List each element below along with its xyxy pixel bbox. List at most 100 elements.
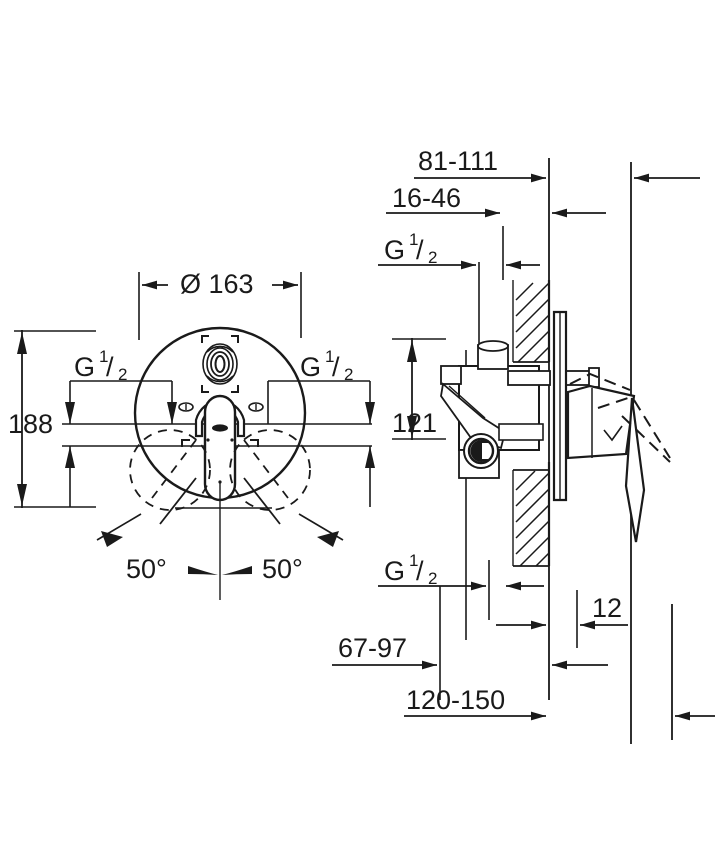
arrow-down [407,416,417,438]
knob-outer [202,343,238,385]
arrow-up-inner-left [65,446,75,468]
lever-dot-left [206,438,210,442]
arrow-down-outer [65,402,75,424]
swing-arc-left [129,429,211,511]
alt-handle-arm-outer [633,399,671,459]
arrow-down [17,484,27,506]
arrow-center-left [188,566,218,575]
label-67-97: 67-97 [338,633,407,663]
angle-arrowhead-right [317,531,339,547]
lever-handle-side[interactable] [566,384,646,543]
g-letter: G [384,235,405,265]
handle-lever-arm [624,397,646,543]
swing-arc-right [229,429,311,511]
label-81-111: 81-111 [418,146,498,176]
diverter-knob[interactable] [201,335,239,393]
label-diameter-163: Ø 163 [180,269,254,299]
arrow-up [17,332,27,354]
label-188: 188 [8,409,53,439]
valve-body-section [440,340,600,479]
angle-ray-left [159,477,197,525]
label-121: 121 [392,408,437,438]
g-slash: / [416,235,424,265]
lever-dot-right [230,438,234,442]
knob-arc-top [206,345,234,353]
side-section-view [332,158,715,744]
handle-notch [603,425,623,442]
fitting-right [248,402,264,412]
g-denominator: 2 [428,248,437,267]
dim-188-inner-right [365,446,375,507]
knob-inner [210,351,230,377]
label-16-46: 16-46 [392,183,461,213]
wall-section-lower [512,462,551,567]
label-g-half-front-left: G 1 / 2 [74,347,127,384]
g-denominator: 2 [344,365,353,384]
knob-bracket-marks [201,335,239,393]
knob-mid [206,347,234,381]
swing-line-left [151,439,197,499]
lever-oval [203,394,237,502]
g-numerator: 1 [325,347,334,366]
fitting-ticks [185,404,257,410]
arrow-down-outer [365,402,375,424]
g-letter: G [74,352,95,382]
dim-height-188 [14,330,96,508]
wall-section-upper [512,280,551,363]
dim-angle-left-50 [96,477,272,547]
g-slash: / [332,352,340,382]
dimension-labels: Ø 163 188 121 81-111 16-46 12 67-97 120-… [8,146,622,715]
arrow-up-inner-right [365,446,375,468]
g-numerator: 1 [99,347,108,366]
lever-indicator [212,424,228,432]
arrow-center-right [222,566,252,575]
label-g-half-side-top: G 1 / 2 [384,230,437,267]
g-slash: / [106,352,114,382]
valve-inlet-left [440,365,462,385]
dim-188-inner-left [65,446,75,507]
knob-core [214,355,226,373]
valve-cartridge-mid [467,437,495,465]
alt-handle-mid [597,395,635,409]
dim-diameter-163 [138,272,302,340]
arrow-up [407,340,417,362]
g-letter: G [300,352,321,382]
label-g-half-front-right: G 1 / 2 [300,347,353,384]
valve-cross-member [498,423,544,441]
lever-handle-front[interactable] [194,394,246,502]
handle-body [566,384,636,460]
g-letter: G [384,556,405,586]
dim-121 [392,338,446,440]
swing-arcs [129,429,311,511]
fitting-brackets [181,439,259,447]
g-denominator: 2 [118,365,127,384]
leader-g-half-front-right [267,380,375,424]
angle-center-arrows [188,566,252,575]
label-g-half-side-bottom: G 1 / 2 [384,551,437,588]
alt-handle-top [569,372,631,391]
angle-ray-right [243,477,281,525]
valve-spindle-left [507,370,551,386]
fitting-left [178,402,194,412]
wall-hatch-upper [515,282,550,363]
valve-internal-lever [440,382,507,450]
g-numerator: 1 [409,230,418,249]
g-numerator: 1 [409,551,418,570]
label-12: 12 [592,593,622,623]
side-fitting-marks [178,402,264,447]
label-angle-left: 50° [126,554,167,584]
valve-cartridge-core [470,440,489,462]
angle-arrowhead-left [101,531,123,547]
valve-internal-line [448,385,486,419]
escutcheon-plate-side [552,310,568,502]
leader-g-half-front-left [65,380,177,424]
wall-hatch-lower [515,470,550,567]
dim-angle-right-50 [243,477,344,547]
knob-arc-bottom [206,375,234,383]
valve-top-cap [477,340,509,352]
g-denominator: 2 [428,569,437,588]
label-120-150: 120-150 [406,685,505,715]
arrow-down-inner [167,402,177,424]
